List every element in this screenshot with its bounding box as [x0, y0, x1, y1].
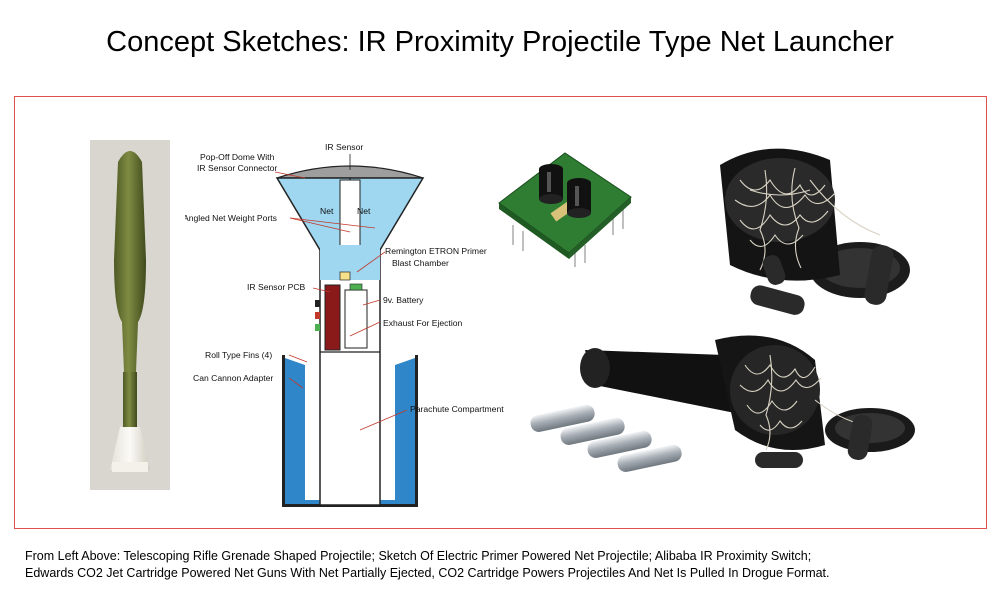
label-net-right: Net: [357, 206, 371, 216]
battery: [344, 289, 368, 349]
co2-net-gun-photo: [530, 335, 915, 472]
label-ir-sensor-pcb: IR Sensor PCB: [247, 282, 306, 292]
co2-cartridges: [530, 404, 682, 472]
ir-sensor-pcb: [324, 284, 341, 351]
caption-line-1: From Left Above: Telescoping Rifle Grena…: [25, 549, 812, 563]
page-title: Concept Sketches: IR Proximity Projectil…: [106, 26, 894, 58]
label-primer-2: Blast Chamber: [392, 258, 449, 268]
label-pop-off-dome-2: IR Sensor Connector: [197, 163, 277, 173]
label-battery: 9v. Battery: [383, 295, 424, 305]
label-ir-sensor: IR Sensor: [325, 142, 363, 152]
label-primer-1: Remington ETRON Primer: [385, 246, 487, 256]
net-projectile-sketch: IR Sensor Pop-Off Dome With IR Sensor Co…: [185, 142, 504, 507]
ir-proximity-switch-photo: [498, 152, 632, 267]
net-gun-open-photo: [720, 148, 910, 315]
label-can-cannon-adapter: Can Cannon Adapter: [193, 373, 273, 383]
can-cannon-adapter: [285, 358, 415, 505]
caption-line-2: Edwards CO2 Jet Cartridge Powered Net Gu…: [25, 566, 830, 580]
figure-frame: [14, 96, 987, 529]
figure-caption: From Left Above: Telescoping Rifle Grena…: [25, 548, 985, 582]
rifle-grenade-projectile-photo: [90, 140, 170, 490]
label-roll-type-fins: Roll Type Fins (4): [205, 350, 272, 360]
label-pop-off-dome-1: Pop-Off Dome With: [200, 152, 275, 162]
label-angled-net-weight-ports: Angled Net Weight Ports: [185, 213, 277, 223]
pop-off-dome: [276, 165, 424, 179]
label-parachute-compartment: Parachute Compartment: [410, 404, 504, 414]
label-net-left: Net: [320, 206, 334, 216]
label-exhaust: Exhaust For Ejection: [383, 318, 463, 328]
